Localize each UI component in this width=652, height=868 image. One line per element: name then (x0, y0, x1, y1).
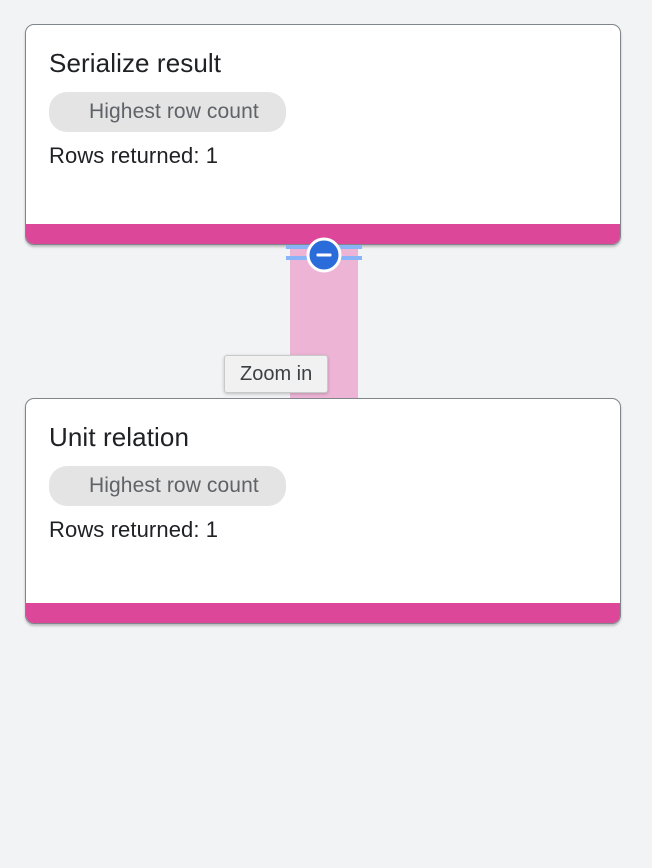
node-card-body: Serialize result Highest row count Rows … (26, 25, 620, 170)
graph-node-card[interactable]: Unit relation Highest row count Rows ret… (25, 398, 621, 624)
minus-glyph (316, 253, 332, 257)
node-title: Serialize result (49, 48, 222, 78)
node-rows-returned: Rows returned: 1 (49, 143, 219, 168)
edge-rail-right-lower (334, 256, 362, 260)
zoom-in-tooltip: Zoom in (224, 355, 329, 393)
edge-rail-left-lower (286, 256, 314, 260)
node-rows-returned: Rows returned: 1 (49, 517, 219, 542)
edge-rail-right-upper (334, 245, 362, 249)
node-accent-bar (26, 224, 620, 244)
node-title: Unit relation (49, 422, 190, 452)
node-card-body: Unit relation Highest row count Rows ret… (26, 399, 620, 544)
minus-circle-icon[interactable] (306, 237, 342, 273)
edge-collapse-handle[interactable] (286, 237, 362, 273)
node-badge-highest-row-count: Highest row count (49, 92, 286, 132)
edge-rail-left-upper (286, 245, 314, 249)
graph-node-card[interactable]: Serialize result Highest row count Rows … (25, 24, 621, 245)
node-accent-bar (26, 603, 620, 623)
node-badge-highest-row-count: Highest row count (49, 466, 286, 506)
